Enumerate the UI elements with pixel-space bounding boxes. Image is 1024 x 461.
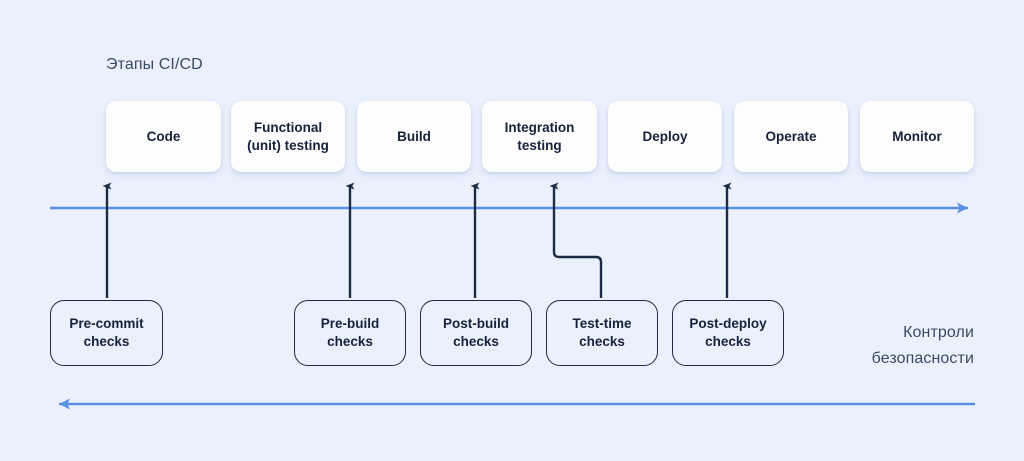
control-box-pre-commit-checks[interactable]: Pre-commit checks [50,300,163,366]
connector-test-time-to-integration-testing [549,182,603,298]
control-label: Test-time checks [572,316,632,349]
stage-label: Functional (unit) testing [247,119,329,153]
stage-label: Code [146,128,181,144]
security-controls-caption: Контроли безопасности [871,324,974,367]
stage-box-integration-testing[interactable]: Integration testing [482,101,597,172]
control-box-test-time-checks[interactable]: Test-time checks [546,300,658,366]
stage-label: Operate [765,128,817,144]
stage-box-functional-unit-testing[interactable]: Functional (unit) testing [231,101,345,172]
stages-caption: Этапы CI/CD [106,56,203,73]
control-box-post-build-checks[interactable]: Post-build checks [420,300,532,366]
control-label: Post-deploy checks [689,316,767,349]
control-label: Post-build checks [443,316,509,349]
stage-label: Deploy [642,128,688,144]
control-label: Pre-commit checks [69,316,144,349]
stage-box-deploy[interactable]: Deploy [608,101,722,172]
control-label: Pre-build checks [320,316,380,349]
stage-box-build[interactable]: Build [357,101,471,172]
stage-label: Integration testing [504,119,575,153]
stage-box-code[interactable]: Code [106,101,221,172]
control-box-post-deploy-checks[interactable]: Post-deploy checks [672,300,784,366]
stage-box-monitor[interactable]: Monitor [860,101,974,172]
stage-box-operate[interactable]: Operate [734,101,848,172]
control-box-pre-build-checks[interactable]: Pre-build checks [294,300,406,366]
stage-label: Build [397,128,431,144]
stage-label: Monitor [892,128,942,144]
